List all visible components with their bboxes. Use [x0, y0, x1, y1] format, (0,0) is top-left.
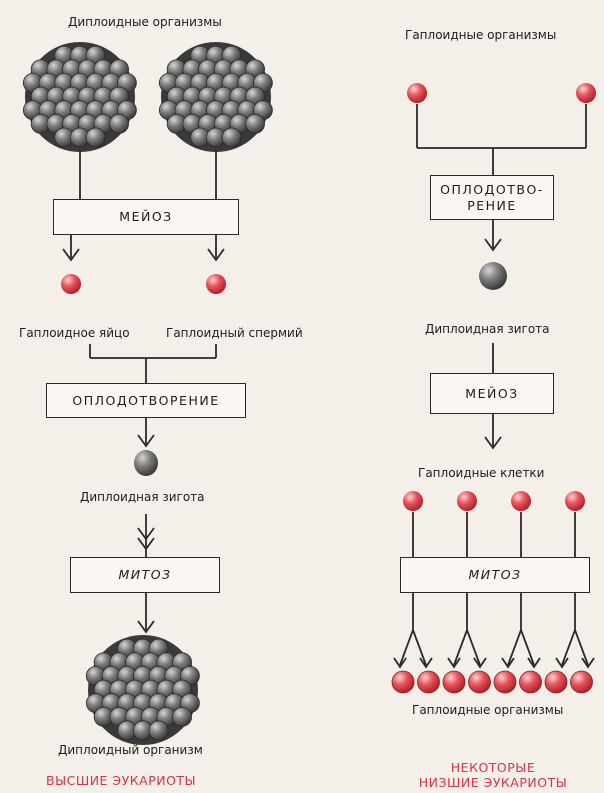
diploid-organism-cluster-bottom: [86, 635, 199, 745]
footer-line-2: НИЗШИЕ ЭУКАРИОТЫ: [400, 775, 586, 790]
footer-line-1: НЕКОТОРЫЕ: [400, 760, 586, 775]
haploid-organism-bottom-1: [392, 671, 414, 693]
haploid-organism-bottom-4: [469, 671, 491, 693]
haploid-cell-3: [511, 491, 531, 511]
fertilization-box-right: ОПЛОДОТВО- РЕНИЕ: [430, 175, 554, 220]
haploid-cell-1: [403, 491, 423, 511]
mitosis-box-right: МИТОЗ: [400, 557, 590, 593]
haploid-sperm-cell: [206, 274, 226, 294]
haploid-cell-2: [457, 491, 477, 511]
label-diploid-organisms: Диплоидные организмы: [68, 15, 222, 29]
fertilization-line-1: ОПЛОДОТВО-: [440, 182, 544, 198]
label-diploid-zygote-left: Диплоидная зигота: [80, 490, 205, 504]
haploid-egg-cell: [61, 274, 81, 294]
label-diploid-organism: Диплоидный организм: [58, 743, 203, 757]
haploid-organism-bottom-7: [545, 671, 567, 693]
haploid-cell-4: [565, 491, 585, 511]
haploid-organism-bottom-3: [443, 671, 465, 693]
fertilization-box-left: ОПЛОДОТВОРЕНИЕ: [46, 383, 246, 418]
haploid-organisms-bottom-row: [392, 671, 593, 693]
diploid-organism-cluster-left: [23, 42, 136, 152]
footer-lower-eukaryotes: НЕКОТОРЫЕ НИЗШИЕ ЭУКАРИОТЫ: [400, 760, 586, 790]
footer-higher-eukaryotes: ВЫСШИЕ ЭУКАРИОТЫ: [46, 773, 196, 788]
diploid-zygote-cell-right: [479, 262, 507, 290]
fertilization-line-2: РЕНИЕ: [467, 198, 517, 214]
haploid-organism-bottom-8: [571, 671, 593, 693]
haploid-organism-bottom-5: [494, 671, 516, 693]
diploid-zygote-cell-left: [134, 450, 158, 476]
haploid-organism-top-left: [407, 83, 427, 103]
label-haploid-cells: Гаплоидные клетки: [418, 466, 544, 480]
mitosis-fork-arrows: [394, 630, 594, 667]
label-haploid-sperm: Гаплоидный спермий: [166, 326, 303, 340]
haploid-organism-bottom-2: [418, 671, 440, 693]
mitosis-box-left: МИТОЗ: [70, 557, 220, 593]
label-haploid-egg: Гаплоидное яйцо: [19, 326, 130, 340]
diploid-organism-cluster-right: [159, 42, 272, 152]
meiosis-box-right: МЕЙОЗ: [430, 373, 554, 414]
haploid-organism-bottom-6: [520, 671, 542, 693]
label-haploid-organisms-top: Гаплоидные организмы: [405, 28, 556, 42]
label-diploid-zygote-right: Диплоидная зигота: [425, 322, 550, 336]
label-haploid-organisms-bottom: Гаплоидные организмы: [412, 703, 563, 717]
haploid-organism-top-right: [576, 83, 596, 103]
meiosis-box-left: МЕЙОЗ: [53, 199, 239, 235]
